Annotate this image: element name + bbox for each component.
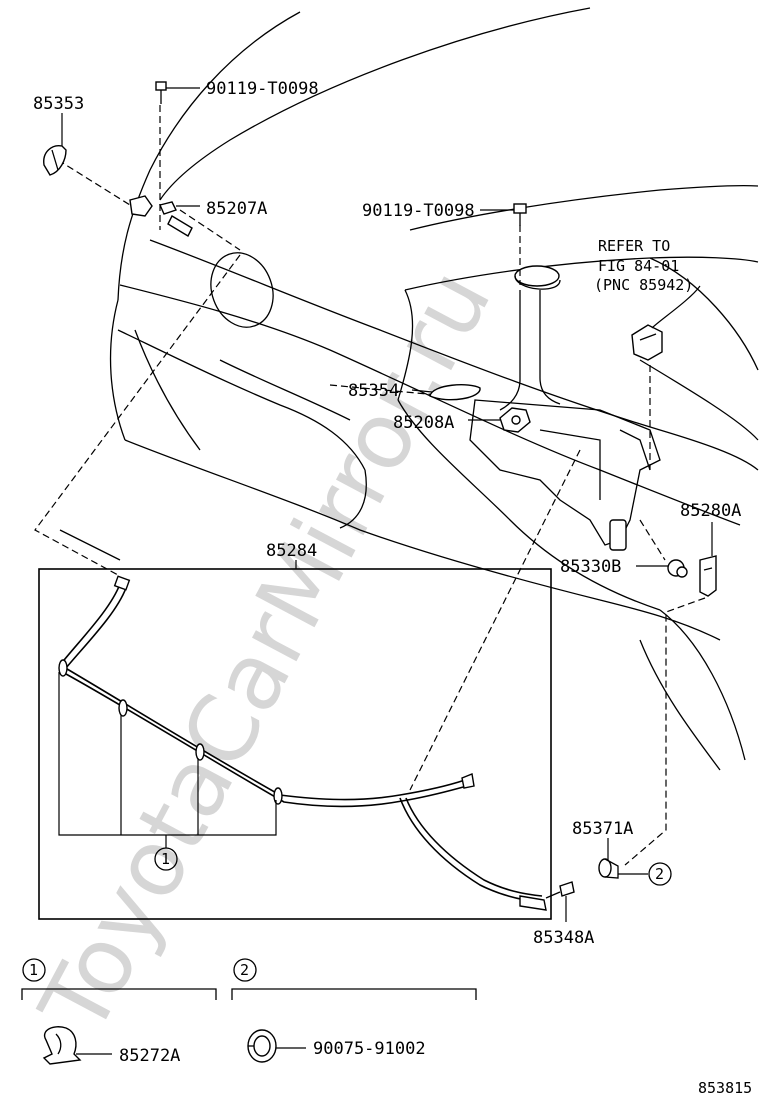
callout-circle-2: 2 (648, 862, 672, 886)
callout-1-bracket (58, 672, 277, 848)
part-85353-cap[interactable] (43, 145, 67, 176)
part-90119-bolt-mid[interactable] (513, 203, 527, 226)
svg-text:2: 2 (655, 865, 664, 883)
label-leaders (61, 87, 713, 1055)
part-90119-bolt-top[interactable] (155, 81, 167, 104)
svg-text:2: 2 (240, 961, 249, 979)
label-85371A: 85371A (572, 819, 633, 839)
label-90119-mid: 90119-T0098 (362, 201, 475, 221)
legend-2: 2 (231, 958, 477, 1000)
part-85354-cap[interactable] (429, 384, 481, 401)
part-refer-sensor[interactable] (631, 324, 663, 361)
legend-1: 1 (21, 958, 217, 1000)
label-85330B: 85330B (560, 557, 621, 577)
label-refer-line1: REFER TO (598, 237, 670, 255)
part-85280A-pump[interactable] (699, 555, 717, 597)
label-85208A: 85208A (393, 413, 454, 433)
label-85272A: 85272A (119, 1046, 180, 1066)
part-85371A-clamp[interactable] (598, 858, 619, 879)
label-85280A: 85280A (680, 501, 741, 521)
label-85348A: 85348A (533, 928, 594, 948)
part-85348A-connector[interactable] (545, 881, 575, 899)
washer-tank (469, 265, 661, 551)
callout-circle-1: 1 (154, 847, 178, 871)
label-refer-line3: (PNC 85942) (594, 276, 693, 294)
watermark-text: ToyotaCarMirror.ru (19, 253, 511, 1052)
label-85353: 85353 (33, 94, 84, 114)
label-refer-line2: FIG 84-01 (598, 257, 679, 275)
label-90119-top: 90119-T0098 (206, 79, 319, 99)
part-85272A-clip[interactable] (42, 1026, 82, 1065)
label-85354: 85354 (348, 381, 399, 401)
label-85207A: 85207A (206, 199, 267, 219)
svg-text:1: 1 (29, 961, 38, 979)
part-90075-91002-clamp[interactable] (247, 1029, 277, 1063)
label-90075-91002: 90075-91002 (313, 1039, 426, 1059)
part-85208A-nozzle[interactable] (499, 407, 531, 433)
svg-text:1: 1 (161, 850, 170, 868)
part-85330B-grommet[interactable] (667, 559, 688, 578)
label-85284: 85284 (266, 541, 317, 561)
figure-number: 853815 (698, 1079, 752, 1097)
vehicle-body-outline (59, 7, 759, 771)
dashed-assembly-lines (34, 105, 706, 866)
hose-assembly-box (38, 568, 552, 920)
part-85207A-nozzle[interactable] (129, 195, 193, 237)
